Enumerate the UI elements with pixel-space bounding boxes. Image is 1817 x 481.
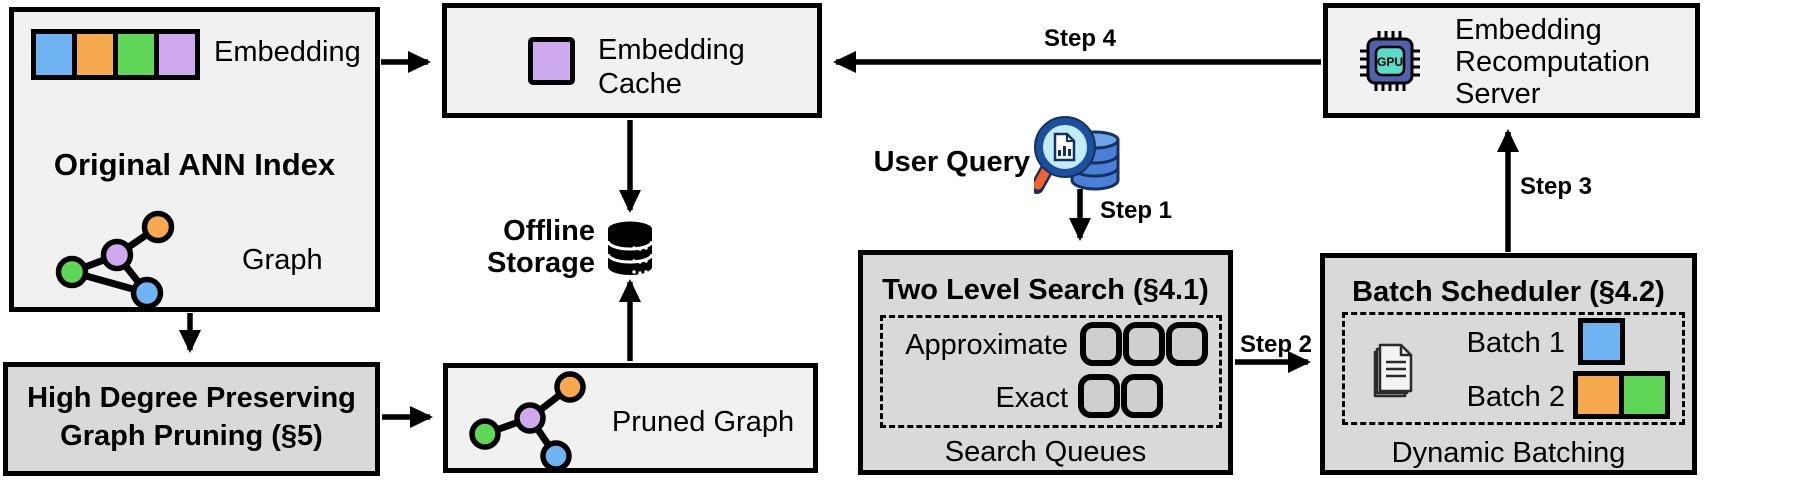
exact-label: Exact — [995, 382, 1068, 414]
pruned-graph-box: Pruned Graph — [443, 363, 818, 473]
user-query-label: User Query — [873, 146, 1030, 178]
server-line1: Embedding — [1455, 14, 1602, 46]
batch-scheduler-title: Batch Scheduler (§4.2) — [1352, 276, 1665, 308]
pruned-graph-label: Pruned Graph — [611, 406, 795, 438]
database-icon — [606, 221, 654, 275]
step2-label: Step 2 — [1239, 331, 1313, 358]
cached-embedding-icon — [528, 37, 575, 85]
recomputation-server-box: GPU Embedding Recomputation Server — [1323, 3, 1700, 118]
graph-label: Graph — [242, 244, 323, 276]
batch2-items — [1573, 371, 1670, 419]
embedding-cell-blue — [36, 34, 72, 75]
queue-slot-icon — [1123, 322, 1165, 366]
batch1-item-blue — [1578, 318, 1625, 365]
approximate-label: Approximate — [905, 329, 1068, 361]
batch-scheduler-box: Batch Scheduler (§4.2) Batch 1 Batch 2 D… — [1320, 253, 1697, 475]
pruned-graph-icon — [469, 371, 586, 472]
search-queues-panel — [880, 315, 1222, 428]
step4-label: Step 4 — [1043, 25, 1117, 52]
gpu-chip-label: GPU — [1377, 55, 1403, 69]
documents-icon — [1373, 343, 1413, 398]
embedding-cache-line1: Embedding — [598, 34, 745, 66]
embedding-label: Embedding — [214, 36, 361, 68]
offline-storage-line2: Storage — [487, 247, 595, 279]
batch2-item-green — [1624, 376, 1665, 414]
graph-pruning-box: High Degree Preserving Graph Pruning (§5… — [3, 362, 380, 476]
queue-slot-icon — [1078, 374, 1120, 418]
batch1-label: Batch 1 — [1466, 327, 1565, 359]
graph-icon — [55, 210, 175, 310]
offline-storage-line1: Offline — [503, 215, 595, 247]
two-level-search-box: Two Level Search (§4.1) Approximate Exac… — [858, 250, 1233, 475]
step3-label: Step 3 — [1520, 173, 1593, 200]
queue-slot-icon — [1166, 322, 1208, 366]
embedding-cache-box: Embedding Cache — [442, 3, 822, 118]
server-line3: Server — [1455, 78, 1541, 110]
query-search-icon — [1034, 116, 1120, 194]
two-level-search-title: Two Level Search (§4.1) — [882, 274, 1209, 306]
graph-pruning-line2: Graph Pruning (§5) — [60, 420, 323, 452]
embedding-cell-purple — [159, 34, 195, 75]
dynamic-batching-footer: Dynamic Batching — [1391, 437, 1626, 469]
embedding-cell-orange — [77, 34, 113, 75]
ann-index-title: Original ANN Index — [53, 147, 336, 182]
exact-queues — [1078, 374, 1164, 423]
dynamic-batching-panel — [1342, 312, 1685, 425]
graph-pruning-line1: High Degree Preserving — [27, 382, 356, 414]
server-line2: Recomputation — [1455, 46, 1651, 78]
approximate-queues — [1080, 322, 1209, 371]
gpu-chip-icon: GPU — [1360, 31, 1420, 91]
batch2-label: Batch 2 — [1466, 381, 1565, 413]
batch2-item-orange — [1578, 376, 1619, 414]
step1-label: Step 1 — [1100, 197, 1173, 224]
embedding-cache-line2: Cache — [598, 68, 682, 100]
queue-slot-icon — [1121, 374, 1163, 418]
search-queues-footer: Search Queues — [944, 436, 1147, 468]
original-ann-index-box: Embedding Original ANN Index Graph — [9, 7, 380, 312]
embedding-vector-icon — [31, 29, 200, 80]
queue-slot-icon — [1080, 322, 1122, 366]
embedding-cell-green — [118, 34, 154, 75]
